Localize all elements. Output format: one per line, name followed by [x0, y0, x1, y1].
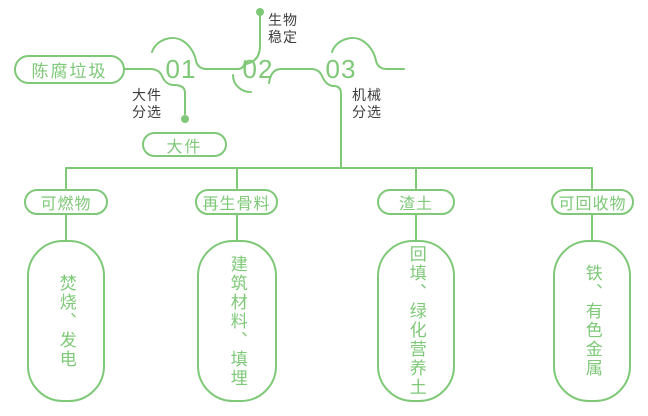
result-text-backfill-greening-soil: 回填、绿化营养土 [406, 245, 426, 397]
line-01-to-02 [151, 37, 246, 70]
result-text-building-material-landfill: 建筑材料、填埋 [227, 254, 247, 388]
step-label-bulky-sorting: 大件 分选 [132, 87, 162, 120]
result-box-recycled-aggregate: 建筑材料、填埋 [197, 240, 277, 402]
category-pill-recycled-aggregate: 再生骨料 [195, 189, 278, 215]
dot-large-item [181, 115, 189, 123]
step-number-03: 03 [325, 54, 357, 84]
result-text-incineration-power: 焚烧、发电 [56, 273, 76, 369]
line-03-tail [331, 37, 405, 70]
arc-under-02 [232, 74, 252, 93]
category-pill-combustible: 可燃物 [24, 189, 108, 215]
line-02-to-branch [268, 68, 342, 169]
result-box-slag-soil: 回填、绿化营养土 [377, 240, 455, 402]
dot-bio-stabilization [256, 8, 264, 16]
large-item-pill: 大件 [142, 132, 227, 157]
line-root-to-large-item [124, 68, 186, 115]
step-label-bio-stabilization: 生物 稳定 [268, 12, 298, 45]
category-pill-recyclable: 可回收物 [551, 189, 634, 215]
step-number-01: 01 [165, 54, 197, 84]
step-number-02: 02 [242, 54, 274, 84]
line-bio-stabilization [245, 15, 261, 65]
category-pill-slag-soil: 渣土 [377, 189, 455, 215]
result-text-iron-nonferrous-metal: 铁、有色金属 [582, 264, 602, 378]
result-box-combustible: 焚烧、发电 [27, 240, 105, 402]
root-pill-aged-waste: 陈腐垃圾 [14, 55, 125, 84]
step-label-mechanical-sorting: 机械 分选 [352, 87, 382, 120]
result-box-recyclable: 铁、有色金属 [553, 240, 631, 402]
